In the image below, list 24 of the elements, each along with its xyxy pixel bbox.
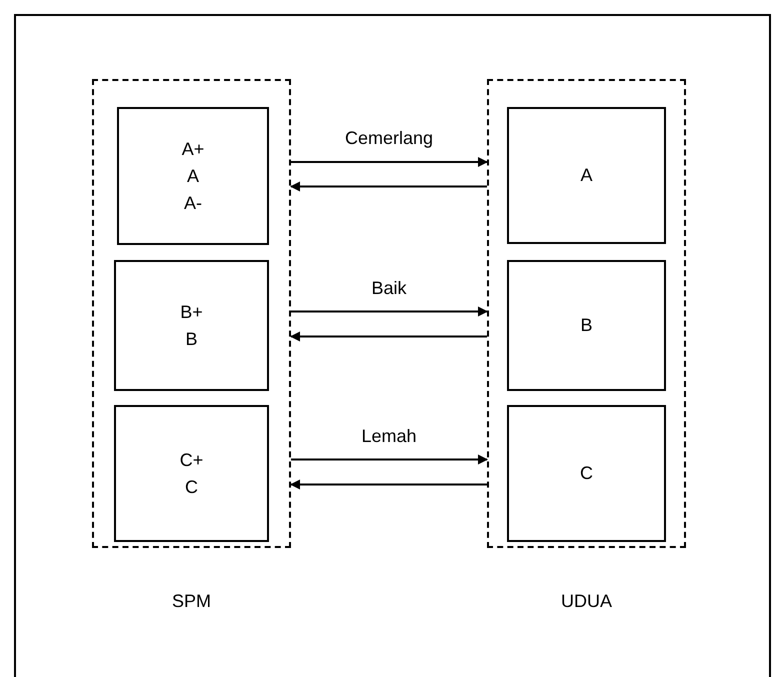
arrow [290,332,487,342]
arrow [290,480,487,490]
grade-box [114,405,269,542]
grade-label: A [186,164,199,188]
grade-box [114,260,269,391]
grade-label: C [185,476,198,498]
grade-box [507,107,666,244]
arrow [291,454,488,464]
grade-label: A [580,164,592,187]
grade-box [117,107,269,245]
grade-label: A+ [182,138,204,160]
grade-label: B [185,328,198,350]
arrow [291,306,488,316]
grade-box [507,405,666,542]
arrow [291,157,488,167]
grade-label: C [580,462,593,485]
grade-label: C+ [180,448,204,472]
group-label: SPM [170,591,212,612]
grade-label: A- [184,192,202,214]
arrow [290,182,487,192]
grade-box [507,260,666,391]
grade-label: B [580,314,592,337]
grade-label: B+ [180,300,203,324]
group-label: UDUA [560,591,613,612]
